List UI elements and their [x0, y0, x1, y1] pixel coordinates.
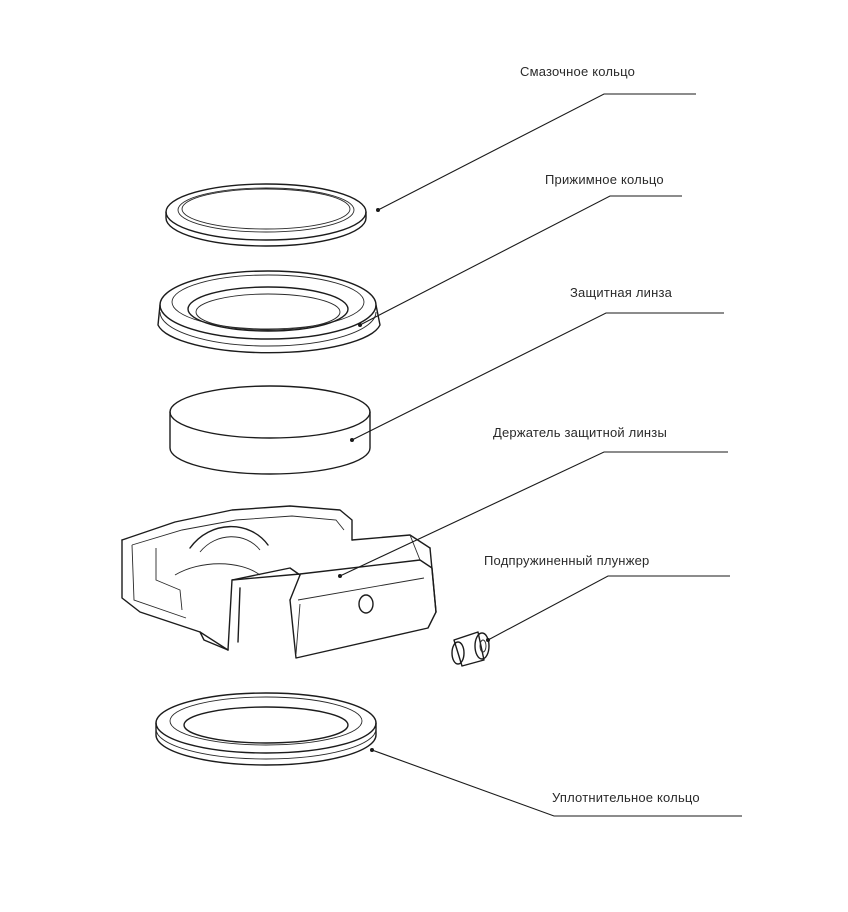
callout-sealing-ring: Уплотнительное кольцо — [370, 748, 742, 817]
clamping-ring-part — [157, 270, 381, 354]
callout-protective-lens: Защитная линза — [350, 285, 724, 442]
protective-lens-part — [169, 385, 371, 475]
callout-lens-holder: Держатель защитной линзы — [338, 425, 728, 578]
callout-label: Защитная линза — [570, 285, 673, 300]
lubrication-ring-part — [165, 183, 367, 247]
callout-label: Смазочное кольцо — [520, 64, 635, 79]
callout-label: Уплотнительное кольцо — [552, 790, 700, 805]
lens-holder-part — [121, 505, 437, 659]
callout-lubrication-ring: Смазочное кольцо — [376, 64, 696, 212]
callout-label: Подпружиненный плунжер — [484, 553, 649, 568]
callout-spring-plunger: Подпружиненный плунжер — [484, 553, 730, 642]
callout-clamping-ring: Прижимное кольцо — [358, 172, 682, 327]
spring-plunger-part — [451, 631, 490, 667]
callout-label: Держатель защитной линзы — [493, 425, 667, 440]
callout-label: Прижимное кольцо — [545, 172, 664, 187]
sealing-ring-part — [155, 692, 377, 766]
